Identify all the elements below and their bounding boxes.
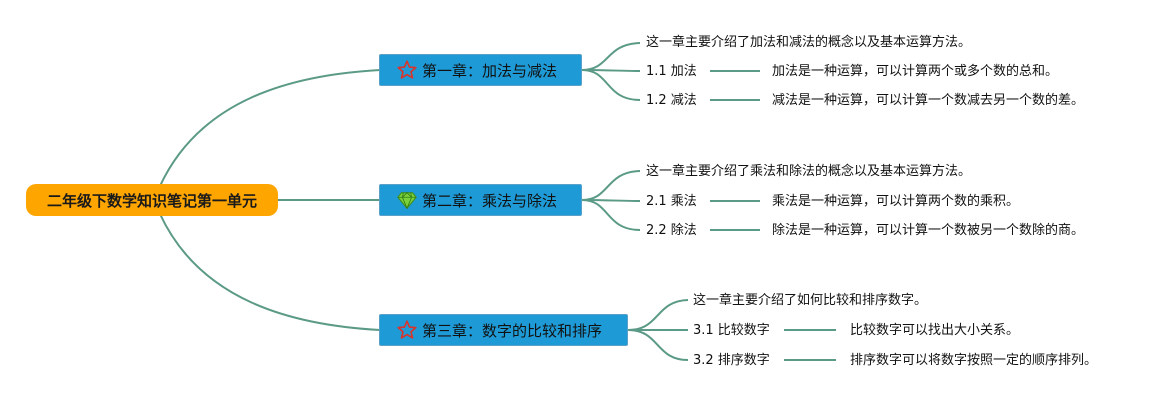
chapter-3-summary: 这一章主要介绍了如何比较和排序数字。 xyxy=(693,293,928,308)
chapter-3-item-2-desc: 排序数字可以将数字按照一定的顺序排列。 xyxy=(850,353,1098,368)
diamond-icon xyxy=(396,189,418,211)
chapter-1-item-1-label: 1.1 加法 xyxy=(646,64,697,79)
root-topic[interactable]: 二年级下数学知识笔记第一单元 xyxy=(26,184,278,216)
chapter-1-title: 第一章：加法与减法 xyxy=(422,61,558,80)
chapter-1-item-2-desc: 减法是一种运算，可以计算一个数减去另一个数的差。 xyxy=(772,93,1085,108)
chapter-3-node[interactable]: 第三章：数字的比较和排序 xyxy=(379,314,628,346)
root-topic-label: 二年级下数学知识笔记第一单元 xyxy=(46,191,257,210)
chapter-1-item-1-desc: 加法是一种运算，可以计算两个或多个数的总和。 xyxy=(772,64,1059,79)
chapter-1-item-2-label: 1.2 减法 xyxy=(646,93,697,108)
chapter-3-item-2-label: 3.2 排序数字 xyxy=(693,353,770,368)
chapter-3-item-1-desc: 比较数字可以找出大小关系。 xyxy=(850,323,1020,338)
star-outline-icon xyxy=(396,59,418,81)
chapter-2-title: 第二章：乘法与除法 xyxy=(422,191,558,210)
star-outline-icon xyxy=(396,319,418,341)
chapter-3-title: 第三章：数字的比较和排序 xyxy=(422,321,603,340)
chapter-2-item-1-desc: 乘法是一种运算，可以计算两个数的乘积。 xyxy=(772,194,1020,209)
chapter-2-node[interactable]: 第二章：乘法与除法 xyxy=(379,184,582,216)
chapter-1-node[interactable]: 第一章：加法与减法 xyxy=(379,54,582,86)
chapter-2-item-2-desc: 除法是一种运算，可以计算一个数被另一个数除的商。 xyxy=(772,223,1085,238)
chapter-1-summary: 这一章主要介绍了加法和减法的概念以及基本运算方法。 xyxy=(646,35,972,50)
chapter-2-summary: 这一章主要介绍了乘法和除法的概念以及基本运算方法。 xyxy=(646,164,972,179)
chapter-2-item-2-label: 2.2 除法 xyxy=(646,223,697,238)
chapter-2-item-1-label: 2.1 乘法 xyxy=(646,194,697,209)
chapter-3-item-1-label: 3.1 比较数字 xyxy=(693,323,770,338)
